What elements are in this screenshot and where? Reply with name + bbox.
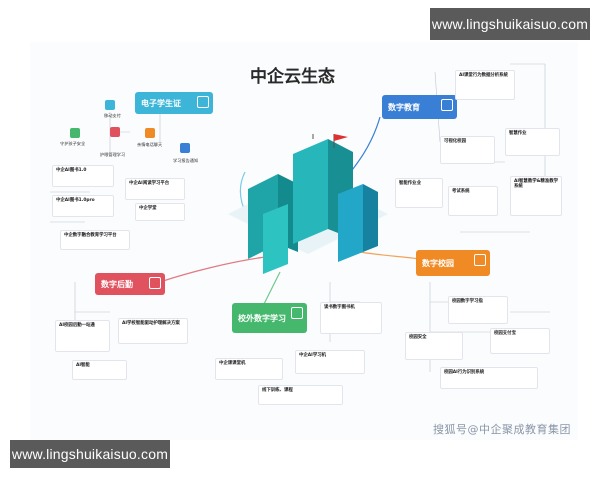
id-card-icon <box>197 96 209 108</box>
item-box: 校园支付宝 <box>490 328 550 354</box>
item-box: 中企课课堂机 <box>215 358 283 380</box>
category-student-card: 电子学生证 <box>135 92 213 114</box>
attribution: 搜狐号@中企聚成教育集团 <box>433 423 571 436</box>
flag-icon <box>333 134 348 148</box>
item-box: 智慧作业 <box>505 128 560 156</box>
item-label: 护眼管理学习 <box>100 152 126 157</box>
item-box: AI智慧教学&精准教学系统 <box>510 176 562 216</box>
item-label: 守护孩子安全 <box>60 141 86 146</box>
shield-icon <box>70 128 80 138</box>
phone-icon <box>145 128 155 138</box>
item-box: 中企AI阅读学习平台 <box>125 178 185 200</box>
eye-icon <box>110 127 120 137</box>
book-open-icon <box>474 254 486 266</box>
item-box: 中企AI学习机 <box>295 350 365 374</box>
item-box: 校园安全 <box>405 332 463 360</box>
book-icon <box>441 99 453 111</box>
report-icon <box>180 143 190 153</box>
category-label: 数字教育 <box>388 102 420 112</box>
item-box: AI智能 <box>72 360 127 380</box>
item-box: 中企学堂 <box>135 203 185 221</box>
category-label: 电子学生证 <box>141 98 181 108</box>
central-city-illustration <box>228 134 388 274</box>
item-box: 中企AI图书1.0 <box>52 165 114 187</box>
item-label: 亲情电话聊天 <box>137 142 163 147</box>
item-box: 考试系统 <box>448 186 498 216</box>
category-digital-backend: 数字后勤 <box>95 273 165 295</box>
category-label: 校外数字学习 <box>238 313 286 323</box>
item-box: 校园AI行为识别系统 <box>440 367 538 389</box>
document-icon <box>149 277 161 289</box>
item-box: 中企数字融合教育学习平台 <box>60 230 130 250</box>
item-box: AI课堂行为数据分析系统 <box>455 70 515 100</box>
item-box: AI学校智能驱动护理解决方案 <box>118 318 188 344</box>
item-box: 线下训练、课程 <box>258 385 343 405</box>
payment-icon <box>105 100 115 110</box>
item-label: 移动支付 <box>104 113 121 118</box>
category-label: 数字校园 <box>422 258 454 268</box>
item-box: 智能作业业 <box>395 178 443 208</box>
watermark-bottom: www.lingshuikaisuo.com <box>10 440 170 468</box>
item-box: 可视化校园 <box>440 136 495 164</box>
category-after-school: 校外数字学习 <box>232 303 307 333</box>
category-label: 数字后勤 <box>101 279 133 289</box>
item-box: 读书数字图书机 <box>320 302 382 334</box>
item-box: 校园数字学习指 <box>448 296 508 324</box>
category-digital-campus: 数字校园 <box>416 250 490 276</box>
watermark-top: www.lingshuikaisuo.com <box>430 8 590 40</box>
category-digital-education: 数字教育 <box>382 95 457 119</box>
item-label: 学习报告通知 <box>173 158 199 163</box>
item-box: AI校园后勤一站通 <box>55 320 110 352</box>
tablet-icon <box>291 307 303 319</box>
connector-digital-backend <box>159 256 266 283</box>
diagram-title: 中企云生态 <box>250 67 335 87</box>
item-box: 中企AI图书1.0pro <box>52 195 114 217</box>
